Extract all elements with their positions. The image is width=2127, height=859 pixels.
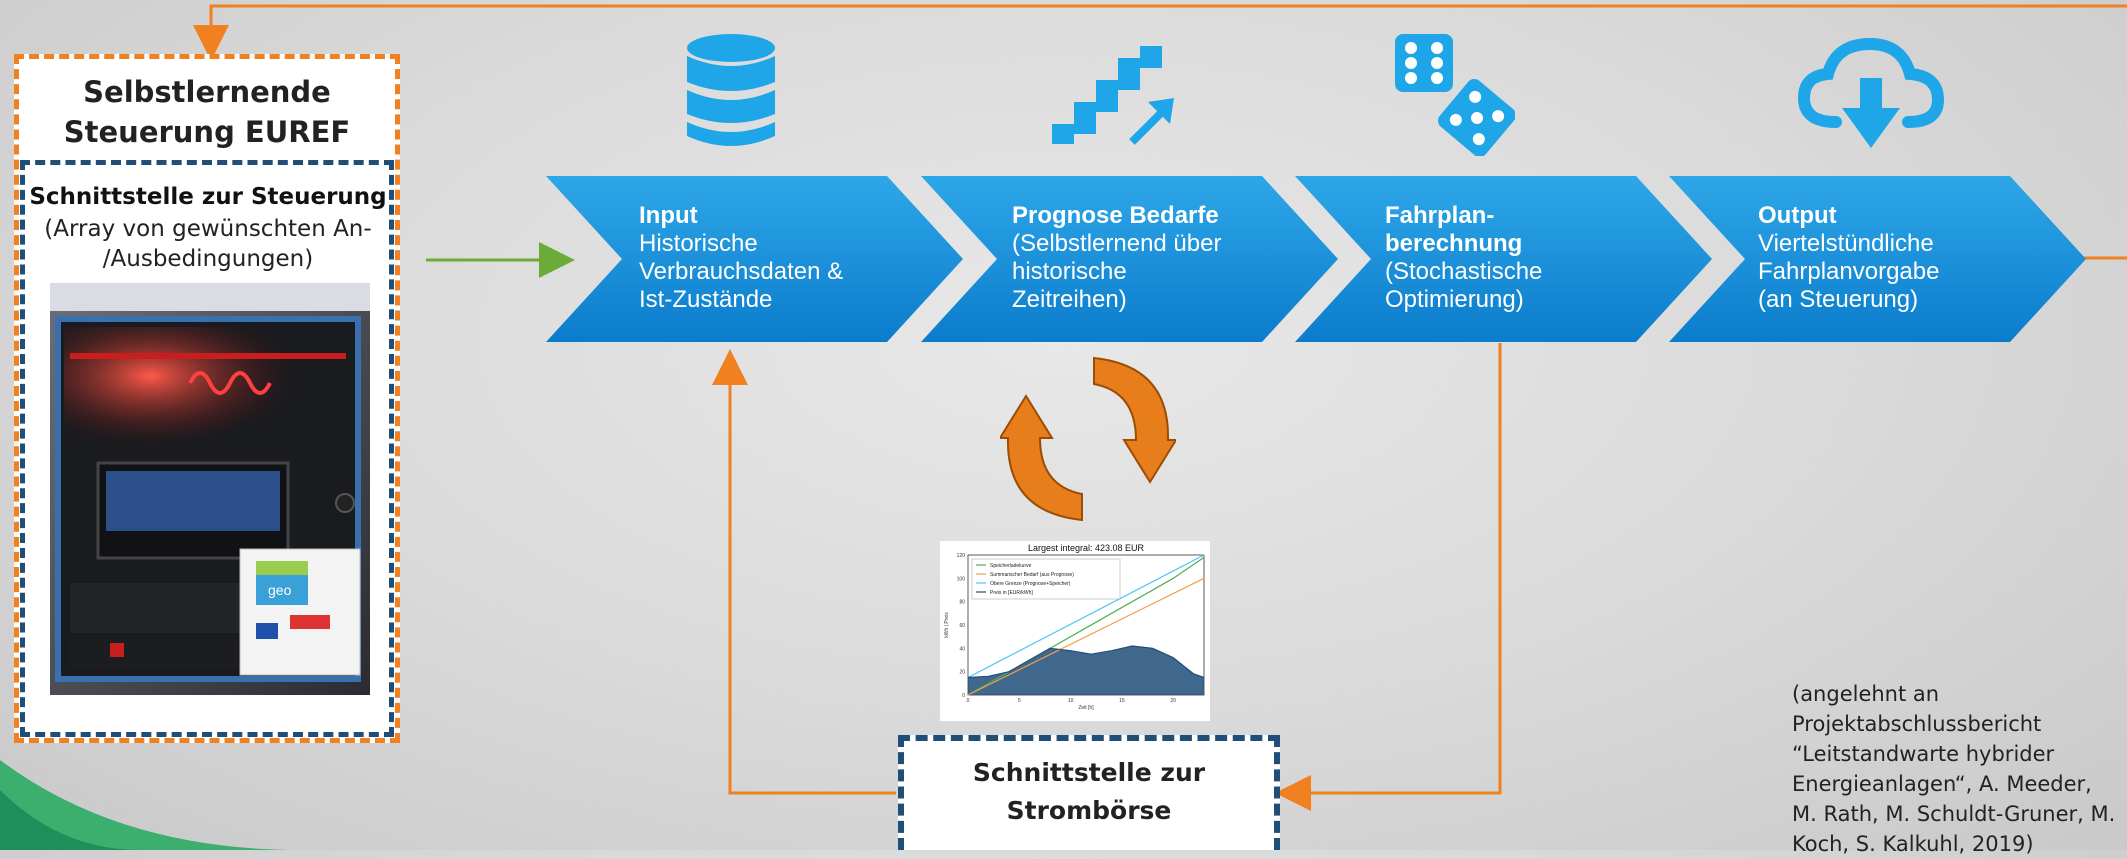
chart-legend-label: Obere Grenze (Prognose+Speicher) xyxy=(990,581,1071,587)
chart-series-line xyxy=(967,577,1205,696)
chart-ytick-label: 100 xyxy=(957,576,966,582)
chart-ytick-label: 60 xyxy=(959,623,965,629)
chart-legend xyxy=(971,558,1121,600)
cloud-download-icon xyxy=(1798,38,1944,148)
chevron-schedule xyxy=(1295,176,1712,342)
chart-xtick-label: 15 xyxy=(1119,698,1125,704)
chart-x-axis-label: Zeit [h] xyxy=(1078,705,1094,711)
panel-title-line: Selbstlernende xyxy=(83,75,331,109)
chart-y-axis-label: kWh | Preis xyxy=(944,612,950,638)
schedule-to-exchange-line xyxy=(1275,343,1502,811)
step-title: Output xyxy=(1758,202,1837,229)
step-line: Viertelstündliche xyxy=(1758,230,1934,257)
panel-title: Selbstlernende Steuerung EUREF xyxy=(30,72,384,152)
step-line: Ist-Zustände xyxy=(639,286,773,313)
panel-title-line: Steuerung EUREF xyxy=(63,115,351,149)
refresh-cycle-icon xyxy=(1000,356,1176,522)
control-interface-box xyxy=(20,160,394,737)
step-title: Fahrplan- xyxy=(1385,202,1495,229)
exchange-label-line: Schnittstelle zur xyxy=(972,758,1206,787)
step-line: Historische xyxy=(639,230,758,257)
exchange-interface-label: Schnittstelle zur Strombörse xyxy=(904,754,1274,830)
chart-price-area xyxy=(968,646,1204,695)
step-line: (Stochastische xyxy=(1385,258,1543,285)
decorative-green-shape xyxy=(0,760,300,850)
exchange-to-input-line xyxy=(712,349,896,795)
chart-svg: Largest integral: 423.08 EUR020406080100… xyxy=(944,543,1205,711)
feedback-line-top xyxy=(193,4,2127,61)
chevron-forecast xyxy=(921,176,1338,342)
chart-legend-label: Speicherladekurve xyxy=(990,563,1032,569)
chart-title: Largest integral: 423.08 EUR xyxy=(1028,543,1145,553)
step-line: Fahrplanvorgabe xyxy=(1758,258,1940,285)
exchange-interface-box xyxy=(898,735,1280,850)
chart-series-line xyxy=(967,554,1205,679)
step-title: berechnung xyxy=(1385,230,1523,257)
chart-series-line xyxy=(967,645,1205,679)
chart-series-line xyxy=(967,556,1205,696)
exchange-label-line: Strombörse xyxy=(1006,796,1172,825)
citation-line: “Leitstandwarte hybrider xyxy=(1792,742,2055,766)
citation-line: M. Rath, M. Schuldt-Gruner, M. xyxy=(1792,802,2116,826)
chart-xtick-label: 20 xyxy=(1170,698,1176,704)
step-title: Prognose Bedarfe xyxy=(1012,202,1219,229)
citation-line: Energieanlagen“, A. Meeder, xyxy=(1792,772,2092,796)
interface-title: Schnittstelle zur Steuerung xyxy=(29,184,387,210)
chart-ytick-label: 0 xyxy=(962,693,965,699)
control-cabinet-photo: geo xyxy=(50,283,370,695)
citation-note: (angelehnt an Projektabschlussbericht “L… xyxy=(1792,679,2127,859)
interface-desc-line: /Ausbedingungen) xyxy=(102,246,314,272)
step-line: Optimierung) xyxy=(1385,286,1524,313)
chart-xtick-label: 0 xyxy=(967,698,970,704)
chart-legend-label: Preis in [EUR/kWh] xyxy=(990,590,1033,596)
chart-ytick-label: 80 xyxy=(959,600,965,606)
chart-xtick-label: 5 xyxy=(1018,698,1021,704)
dice-icon xyxy=(1395,34,1515,156)
chart-legend-label: Summarischer Bedarf (aus Prognose) xyxy=(990,572,1074,578)
step-line: Verbrauchsdaten & xyxy=(639,258,844,285)
step-forecast: Prognose Bedarfe (Selbstlernend über his… xyxy=(1012,202,1312,314)
interface-desc-line: (Array von gewünschten An- xyxy=(44,216,372,242)
chevron-input xyxy=(546,176,963,342)
chevron-output xyxy=(1669,176,2086,342)
chart-ytick-label: 40 xyxy=(959,646,965,652)
citation-line: Koch, S. Kalkuhl, 2019) xyxy=(1792,832,2034,856)
step-title: Input xyxy=(639,202,698,229)
plaque-text: geo xyxy=(268,582,292,598)
interface-description: (Array von gewünschten An- /Ausbedingung… xyxy=(28,214,388,274)
chart-ytick-label: 20 xyxy=(959,670,965,676)
database-icon xyxy=(687,34,775,146)
step-output: Output Viertelstündliche Fahrplanvorgabe… xyxy=(1758,202,2058,314)
chart-xtick-label: 10 xyxy=(1068,698,1074,704)
step-schedule: Fahrplan- berechnung (Stochastische Opti… xyxy=(1385,202,1685,314)
step-input: Input Historische Verbrauchsdaten & Ist-… xyxy=(639,202,939,314)
step-line: (Selbstlernend über xyxy=(1012,230,1222,257)
chart-ytick-label: 120 xyxy=(957,553,966,559)
citation-line: Projektabschlussbericht xyxy=(1792,712,2042,736)
step-line: Zeitreihen) xyxy=(1012,286,1127,313)
citation-line: (angelehnt an xyxy=(1792,682,1940,706)
stairs-up-icon xyxy=(1052,46,1174,145)
step-line: historische xyxy=(1012,258,1127,285)
step-line: (an Steuerung) xyxy=(1758,286,1919,313)
